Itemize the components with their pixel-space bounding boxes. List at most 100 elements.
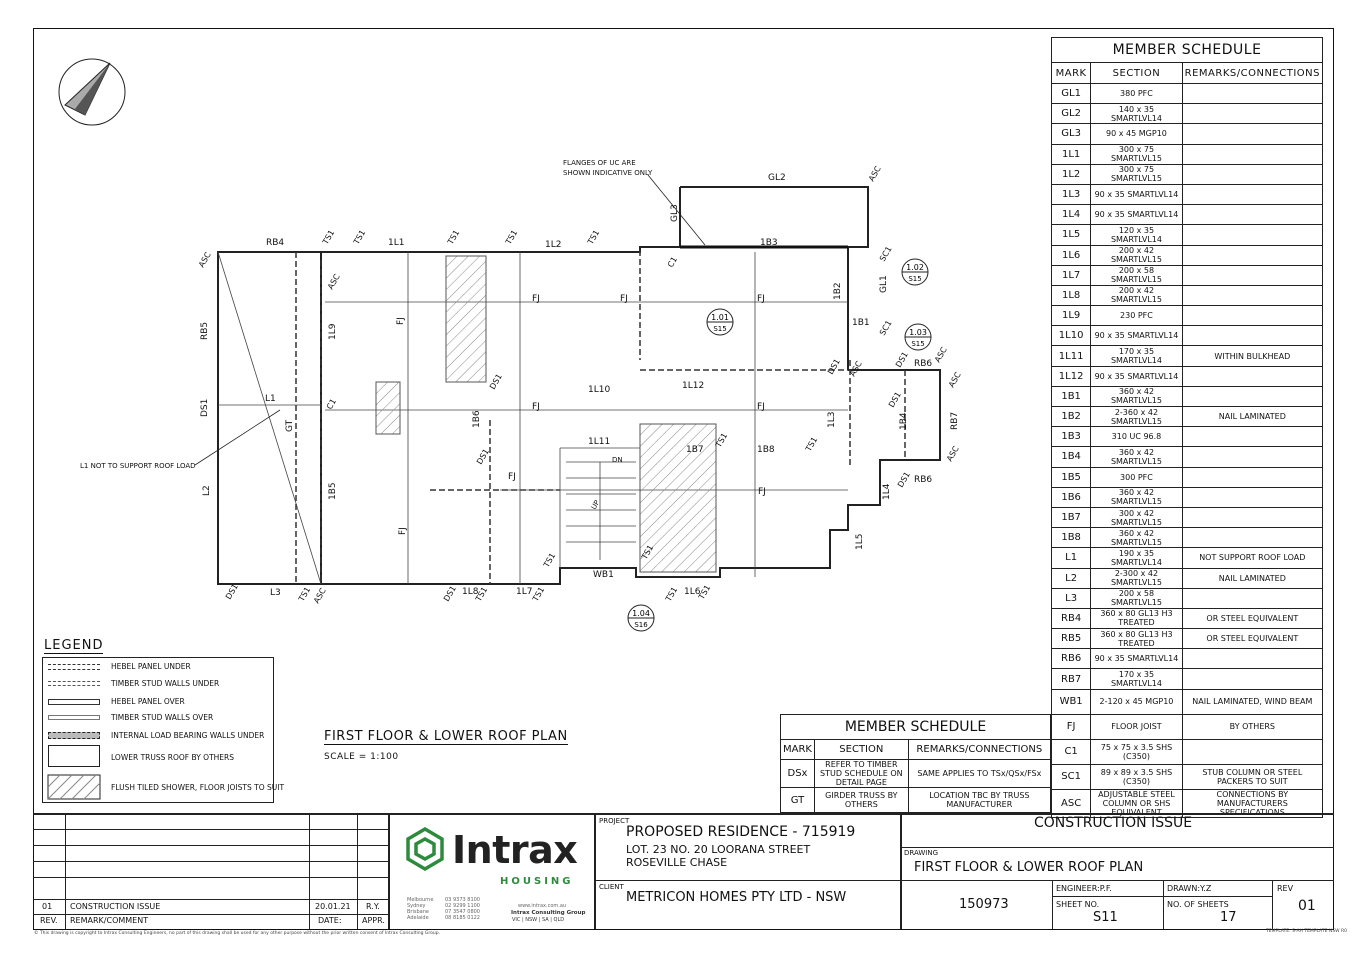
schedule-mark: 1B5 — [1050, 466, 1092, 488]
label-ds1-left: DS1 — [200, 399, 210, 417]
label-l1: L1 — [265, 394, 276, 404]
schedule-remarks — [1181, 82, 1324, 105]
schedule-remarks — [1181, 668, 1324, 690]
label-fj-6: FJ — [508, 472, 516, 482]
label-1l11: 1L11 — [588, 437, 610, 447]
schedule-remarks: BY OTHERS — [1181, 713, 1324, 740]
legend-label: LOWER TRUSS ROOF BY OTHERS — [111, 753, 235, 762]
schedule-section: 90 x 35 SMARTLVL14 — [1090, 365, 1183, 387]
label-c1-1: C1 — [666, 255, 679, 269]
schedule-mark: 1B3 — [1050, 426, 1092, 448]
schedule-remarks: OR STEEL EQUIVALENT — [1181, 628, 1324, 650]
schedule-remarks — [1181, 446, 1324, 468]
col-remarks-2: REMARKS/CONNECTIONS — [907, 739, 1052, 760]
rev-remark: CONSTRUCTION ISSUE — [70, 902, 161, 911]
note-l1: L1 NOT TO SUPPORT ROOF LOAD — [80, 462, 196, 470]
label-1b3: 1B3 — [760, 238, 778, 248]
label-fj-2: FJ — [620, 294, 628, 304]
rev-header-remark: REMARK/COMMENT — [70, 916, 149, 925]
schedule-section: 360 x 42 SMARTLVL15 — [1090, 385, 1183, 408]
schedule-remarks: NAIL LAMINATED — [1181, 567, 1324, 589]
label-ds1-3: DS1 — [894, 350, 910, 369]
schedule-section: 120 x 35 SMARTLVL14 — [1090, 224, 1183, 246]
schedule-remarks — [1181, 385, 1324, 408]
schedule-section: 90 x 35 SMARTLVL14 — [1090, 183, 1183, 206]
label-sc1-1: SC1 — [878, 245, 894, 263]
schedule-mark: 1L6 — [1050, 244, 1092, 266]
schedule-section: 360 x 80 GL13 H3 TREATED — [1090, 628, 1183, 650]
schedule-section: 300 x 75 SMARTLVL15 — [1090, 143, 1183, 165]
schedule-remarks — [1181, 738, 1324, 765]
label-asc-3: ASC — [867, 164, 883, 183]
label-ds1-5: DS1 — [896, 470, 912, 489]
schedule-mark: C1 — [1050, 738, 1092, 765]
schedule-mark: RB6 — [1050, 648, 1092, 670]
legend-item: LOWER TRUSS ROOF BY OTHERS — [43, 745, 273, 769]
label-gt: GT — [285, 419, 295, 432]
schedule-section: 300 x 75 SMARTLVL15 — [1090, 163, 1183, 185]
schedule-mark: 1L9 — [1050, 305, 1092, 327]
legend-item: HEBEL PANEL OVER — [43, 695, 273, 719]
drawing-title: FIRST FLOOR & LOWER ROOF PLAN — [914, 860, 1144, 875]
label-rb7: RB7 — [950, 412, 960, 430]
ms2-mark: GT — [780, 787, 815, 813]
schedule-remarks — [1181, 284, 1324, 307]
label-c1-2: C1 — [325, 397, 338, 411]
schedule-section: 140 x 35 SMARTLVL14 — [1090, 103, 1183, 125]
label-1l8: 1L8 — [462, 587, 479, 597]
schedule-mark: 1B4 — [1050, 446, 1092, 468]
section-1-01-sheet: S15 — [713, 325, 726, 333]
label-1l1: 1L1 — [388, 238, 404, 248]
schedule-section: 90 x 35 SMARTLVL14 — [1090, 648, 1183, 670]
member-schedule-2-title: MEMBER SCHEDULE — [780, 714, 1051, 740]
schedule-mark: 1B1 — [1050, 385, 1092, 408]
schedule-remarks: OR STEEL EQUIVALENT — [1181, 607, 1324, 630]
member-schedule-table: MEMBER SCHEDULE MARK SECTION REMARKS/CON… — [1050, 37, 1324, 818]
schedule-remarks — [1181, 506, 1324, 529]
schedule-remarks — [1181, 143, 1324, 165]
label-fj-v2: FJ — [398, 527, 408, 535]
label-ts1-1: TS1 — [320, 228, 336, 246]
hebel-over-symbol — [48, 699, 100, 705]
col-mark-2: MARK — [780, 739, 815, 760]
schedule-remarks — [1181, 365, 1324, 387]
legend-item: TIMBER STUD WALLS UNDER — [43, 677, 273, 701]
schedule-mark: 1L3 — [1050, 183, 1092, 206]
schedule-mark: 1L8 — [1050, 284, 1092, 307]
legend-item: HEBEL PANEL UNDER — [43, 660, 273, 684]
member-schedule-title: MEMBER SCHEDULE — [1051, 37, 1323, 63]
legend-item: FLUSH TILED SHOWER, FLOOR JOISTS TO SUIT — [43, 774, 284, 800]
section-1-01: 1.01 — [711, 313, 729, 322]
sheet-label: SHEET NO. — [1056, 900, 1100, 909]
label-ds1-7: DS1 — [475, 447, 491, 466]
schedule-section: 75 x 75 x 3.5 SHS (C350) — [1090, 738, 1183, 765]
label-asc-7: ASC — [945, 444, 961, 463]
label-ts1-3: TS1 — [445, 228, 461, 246]
schedule-section: 360 x 42 SMARTLVL15 — [1090, 486, 1183, 508]
schedule-mark: GL2 — [1050, 103, 1092, 125]
label-ts1-13: TS1 — [663, 585, 679, 603]
schedule-section: 200 x 42 SMARTLVL15 — [1090, 284, 1183, 307]
schedule-remarks — [1181, 224, 1324, 246]
schedule-remarks: WITHIN BULKHEAD — [1181, 345, 1324, 367]
sheets-count: 17 — [1220, 910, 1237, 925]
schedule-mark: 1L10 — [1050, 325, 1092, 347]
label-fj-7: FJ — [758, 487, 766, 497]
schedule-mark: 1B2 — [1050, 405, 1092, 428]
schedule-remarks — [1181, 103, 1324, 125]
project-address-2: ROSEVILLE CHASE — [626, 856, 728, 869]
schedule-mark: 1L12 — [1050, 365, 1092, 387]
label-asc-6: ASC — [947, 370, 963, 389]
